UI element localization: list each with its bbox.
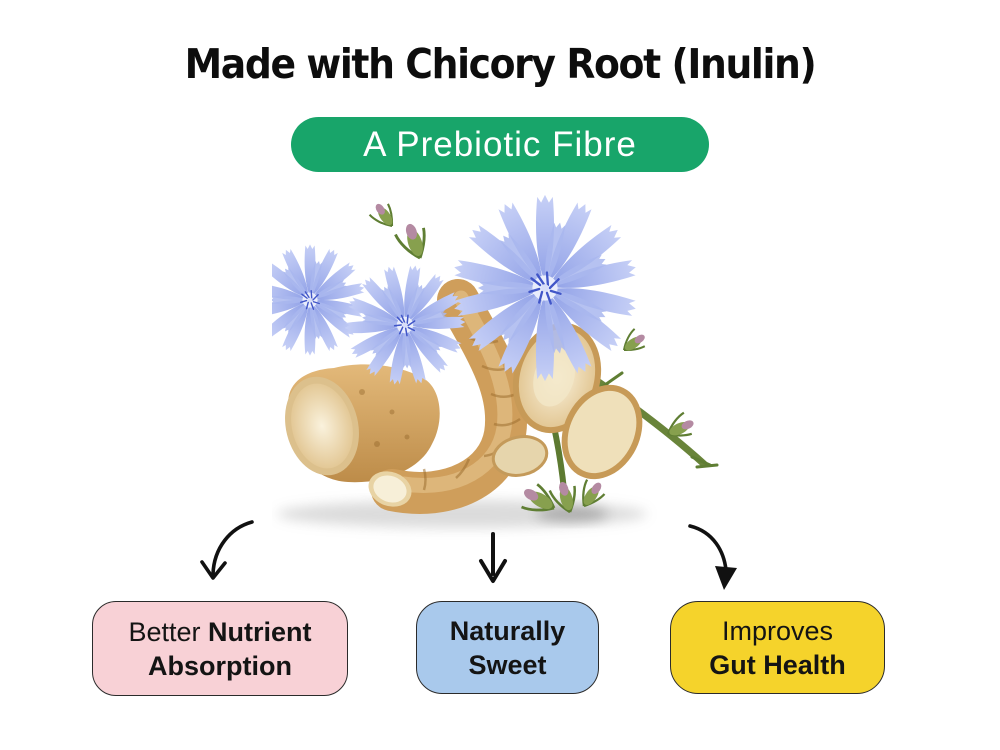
benefit-text-bold: Absorption xyxy=(148,650,292,681)
benefit-text-bold: Nutrient xyxy=(208,616,312,647)
benefit-text-bold: Sweet xyxy=(468,649,547,680)
benefit-line: Absorption xyxy=(148,649,292,683)
chicory-illustration xyxy=(272,182,719,528)
benefit-text-bold: Naturally xyxy=(449,615,566,646)
benefit-line: Sweet xyxy=(468,648,546,682)
chicory-buds-top xyxy=(365,197,434,265)
badge-label: A Prebiotic Fibre xyxy=(363,124,637,164)
benefit-box-gut-health: Improves Gut Health xyxy=(670,601,885,694)
headline: Made with Chicory Root (Inulin) xyxy=(184,40,817,88)
chicory-root-chunk xyxy=(285,364,440,483)
curved-arrow-right-icon xyxy=(688,524,737,590)
benefit-box-naturally-sweet: Naturally Sweet xyxy=(416,601,599,694)
benefit-line: Gut Health xyxy=(709,648,846,682)
curved-arrow-left-icon xyxy=(200,520,254,580)
benefit-line: Improves xyxy=(722,614,833,648)
straight-down-arrow-icon xyxy=(479,532,507,583)
benefit-text-regular: Improves xyxy=(721,615,834,646)
prebiotic-fibre-badge: A Prebiotic Fibre xyxy=(291,117,709,172)
benefit-line: Better Nutrient xyxy=(128,615,311,649)
benefit-box-nutrient-absorption: Better Nutrient Absorption xyxy=(92,601,348,696)
benefit-text-bold: Gut Health xyxy=(709,649,846,680)
benefit-line: Naturally xyxy=(450,614,566,648)
benefit-text-regular: Better xyxy=(128,616,209,647)
